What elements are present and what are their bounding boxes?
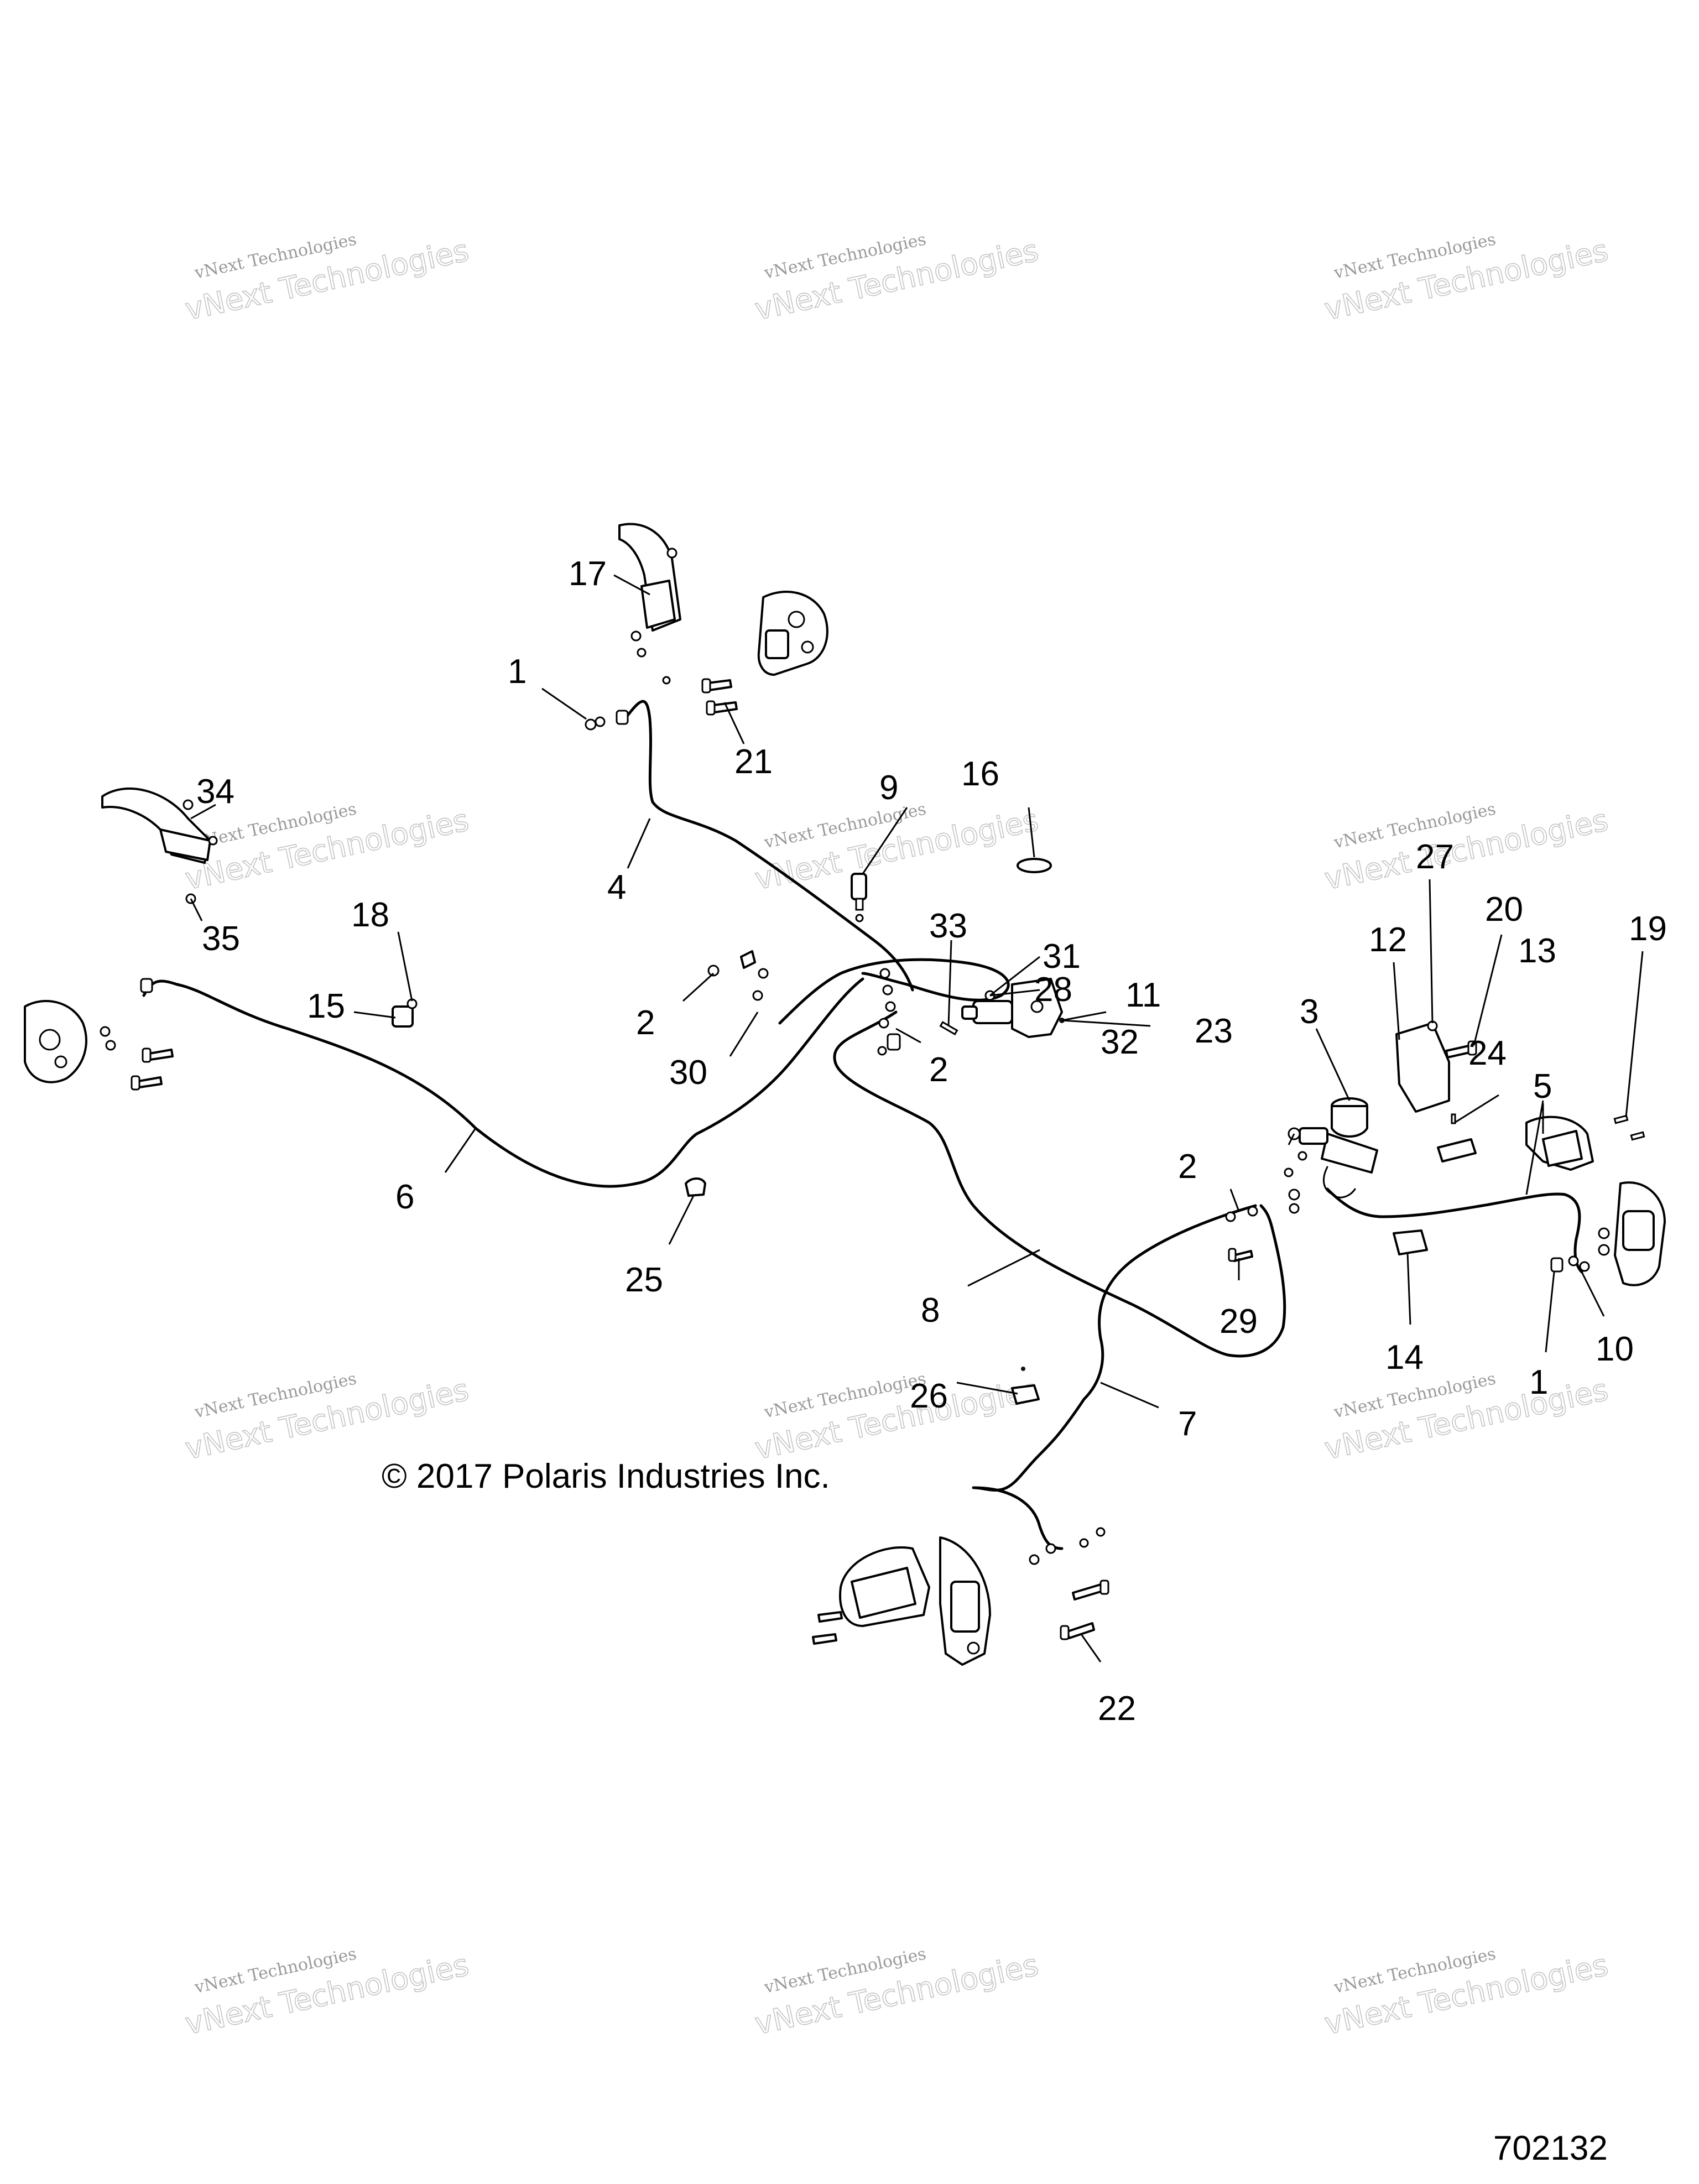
callout-1: 1 — [1529, 1363, 1548, 1401]
bracket-17 — [618, 523, 681, 658]
o-ring-16 — [1017, 858, 1052, 873]
callout-2: 2 — [1178, 1148, 1197, 1186]
clip-24 — [1437, 1113, 1477, 1163]
watermark: vNext Technologies vNext Technologies — [752, 1369, 1042, 1467]
callout-11: 11 — [1125, 976, 1161, 1014]
callout-22: 22 — [1098, 1690, 1136, 1728]
watermark: vNext Technologies vNext Technologies — [1321, 230, 1612, 327]
callout-6: 6 — [395, 1178, 414, 1216]
fittings-right — [1550, 1255, 1590, 1273]
watermark: vNext Technologies vNext Technologies — [182, 1369, 472, 1467]
watermark: vNext Technologies vNext Technologies — [1321, 799, 1612, 897]
callout-24: 24 — [1468, 1034, 1507, 1072]
callout-2: 2 — [636, 1004, 655, 1042]
switch-9 — [851, 873, 867, 922]
brake-line-upper-loop — [778, 958, 1010, 1025]
bracket-12 — [1395, 1022, 1450, 1113]
caliper-right — [1598, 1181, 1666, 1286]
brake-line-8 — [833, 1010, 1286, 1358]
callout-1: 1 — [508, 653, 527, 691]
brake-line-u-bend — [1322, 1166, 1356, 1198]
master-cylinder-3 — [1284, 1097, 1378, 1177]
callout-8: 8 — [921, 1291, 940, 1330]
clip-26 — [1011, 1367, 1040, 1405]
callout-32: 32 — [1101, 1023, 1139, 1061]
brake-line-6 — [142, 977, 864, 1188]
callout-15: 15 — [307, 987, 345, 1025]
caliper-top — [757, 591, 828, 676]
watermark: vNext Technologies vNext Technologies — [1321, 1369, 1612, 1467]
brake-line-4 — [623, 700, 914, 992]
brake-lines — [142, 700, 1583, 1550]
callout-10: 10 — [1596, 1330, 1634, 1368]
watermark: vNext Technologies vNext Technologies — [1321, 1944, 1612, 2042]
pin-33 — [939, 1021, 958, 1036]
callout-4: 4 — [607, 868, 626, 906]
clip-14 — [1393, 1229, 1428, 1255]
callout-7: 7 — [1178, 1405, 1197, 1443]
watermark: vNext Technologies vNext Technologies — [182, 1944, 472, 2042]
callout-21: 21 — [734, 743, 773, 781]
bolts-left — [131, 978, 174, 1091]
callout-18: 18 — [351, 896, 389, 934]
callout-33: 33 — [929, 907, 967, 945]
callout-31: 31 — [1043, 937, 1081, 976]
callout-30: 30 — [669, 1054, 707, 1092]
bolts-21 — [662, 676, 738, 716]
watermark: vNext Technologies vNext Technologies — [752, 1944, 1042, 2042]
brake-line-5 — [1326, 1187, 1583, 1274]
watermark: vNext Technologies vNext Technologies — [182, 799, 472, 897]
callout-34: 34 — [196, 773, 234, 811]
callout-17: 17 — [569, 555, 607, 593]
fittings-center — [707, 950, 901, 1056]
grommet-25 — [685, 1177, 706, 1197]
callout-3: 3 — [1300, 993, 1318, 1031]
callout-29: 29 — [1219, 1302, 1258, 1341]
callout-26: 26 — [910, 1377, 948, 1415]
figure-number: 702132 — [1493, 2129, 1608, 2167]
callout-labels: 1 17 21 4 34 35 18 15 6 2 30 25 9 16 33 … — [196, 555, 1667, 1728]
callout-25: 25 — [625, 1261, 663, 1299]
callout-19: 19 — [1629, 910, 1667, 948]
watermark: vNext Technologies vNext Technologies — [752, 230, 1042, 327]
watermark: vNext Technologies vNext Technologies — [182, 230, 472, 327]
callout-20: 20 — [1485, 890, 1523, 929]
copyright-notice: © 2017 Polaris Industries Inc. — [382, 1457, 830, 1495]
bolts-22 — [1029, 1527, 1109, 1640]
leader-lines — [190, 574, 1644, 1662]
caliper-bottom — [812, 1536, 991, 1666]
bracket-34 — [101, 788, 218, 904]
callout-16: 16 — [961, 755, 999, 793]
fittings-29 — [1225, 1189, 1300, 1262]
watermark-grid: vNext Technologies vNext Technologies vN… — [182, 230, 1612, 2042]
brake-line-7 — [972, 1204, 1257, 1550]
callout-28: 28 — [1034, 971, 1072, 1009]
caliper-left — [24, 1000, 116, 1083]
clip-15 — [392, 998, 418, 1028]
brake-pad-13 — [1525, 1114, 1645, 1171]
callout-2: 2 — [929, 1051, 948, 1089]
callout-14: 14 — [1385, 1338, 1424, 1377]
callout-27: 27 — [1416, 838, 1454, 876]
callout-12: 12 — [1369, 921, 1407, 959]
valve-assembly-28 — [961, 978, 1065, 1038]
callout-5: 5 — [1533, 1067, 1552, 1106]
fittings-top — [585, 710, 629, 731]
callout-23: 23 — [1195, 1012, 1233, 1050]
callout-9: 9 — [879, 769, 898, 807]
callout-13: 13 — [1518, 932, 1556, 970]
callout-35: 35 — [202, 920, 240, 958]
